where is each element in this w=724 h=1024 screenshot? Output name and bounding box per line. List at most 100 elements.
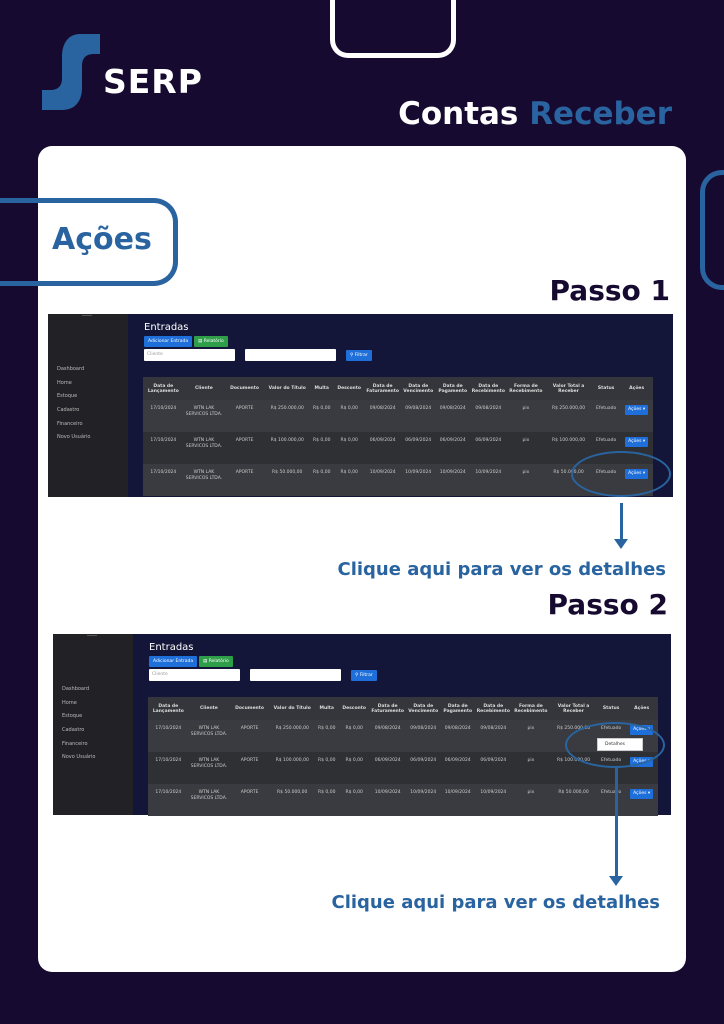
actions-dropdown-button[interactable]: Ações ▾ (625, 437, 649, 447)
column-header: Data de Faturamento (364, 377, 401, 400)
secondary-filter-input[interactable] (245, 349, 336, 361)
table-cell: 06/09/2024 (435, 432, 471, 464)
column-header: Documento (224, 377, 265, 400)
column-header: Data de Lançamento (148, 697, 189, 720)
table-cell: 09/08/2024 (440, 720, 476, 752)
table-cell: R$ 50.000,00 (264, 464, 310, 496)
client-filter-input[interactable]: Cliente (149, 669, 240, 681)
column-header: Data de Faturamento (369, 697, 406, 720)
table-cell: APORTE (224, 464, 265, 496)
column-header: Data de Vencimento (405, 697, 441, 720)
table-cell: 09/08/2024 (475, 720, 512, 752)
decorative-frame-top (330, 0, 456, 58)
table-cell: R$ 0,00 (314, 720, 339, 752)
report-button[interactable]: ▤ Relatório (194, 336, 228, 347)
actions-dropdown-button[interactable]: Ações ▾ (625, 405, 649, 415)
filter-label: Filtrar (354, 353, 368, 358)
sidebar-item[interactable]: Estoque (62, 713, 83, 720)
column-header: Documento (229, 697, 270, 720)
table-cell: 10/09/2024 (369, 784, 406, 816)
secondary-filter-input[interactable] (250, 669, 341, 681)
table-cell: R$ 0,00 (309, 432, 334, 464)
sidebar-item[interactable]: Estoque (57, 393, 78, 400)
table-cell: 09/08/2024 (369, 720, 406, 752)
table-cell: 09/08/2024 (364, 400, 401, 432)
table-cell: 09/08/2024 (405, 720, 441, 752)
table-cell: R$ 0,00 (338, 752, 370, 784)
table-cell: 06/09/2024 (470, 432, 507, 464)
sidebar-item[interactable]: Home (62, 699, 77, 706)
title-part-2: Receber (529, 96, 672, 132)
table-cell: pix (511, 720, 551, 752)
table-cell: pix (511, 784, 551, 816)
table-cell: APORTE (229, 720, 270, 752)
report-label: Relatório (208, 659, 229, 664)
table-cell: R$ 50.000,00 (269, 784, 315, 816)
table-cell: 06/09/2024 (369, 752, 406, 784)
column-header: Data de Recebimento (470, 377, 507, 400)
serp-logo-icon (42, 34, 100, 110)
filter-button[interactable]: ⚲ Filtrar (346, 350, 372, 361)
table-cell: APORTE (229, 752, 270, 784)
filter-label: Filtrar (359, 673, 373, 678)
table-cell: WTN LAK SERVICOS LTDA. (188, 752, 230, 784)
sidebar-item[interactable]: Novo Usuário (62, 754, 96, 761)
column-header: Ações (625, 697, 658, 720)
table-cell: R$ 250.000,00 (269, 720, 315, 752)
column-header: Desconto (333, 377, 365, 400)
column-header: Forma de Recebimento (506, 377, 546, 400)
search-icon: ⚲ (355, 673, 359, 678)
column-header: Data de Pagamento (440, 697, 476, 720)
add-entry-button[interactable]: Adicionar Entrada (144, 336, 193, 347)
table-cell: pix (511, 752, 551, 784)
sidebar-item[interactable]: Cadastro (57, 407, 80, 414)
table-cell: 10/09/2024 (405, 784, 441, 816)
table-cell: 10/09/2024 (440, 784, 476, 816)
table-cell: 09/08/2024 (470, 400, 507, 432)
sidebar-item[interactable]: Dashboard (57, 366, 85, 372)
step-1-label: Passo 1 (549, 274, 670, 307)
page-title: Contas Receber (398, 96, 672, 132)
actions-dropdown-button[interactable]: Ações ▾ (630, 789, 654, 799)
table-cell: R$ 0,00 (333, 432, 365, 464)
add-entry-button[interactable]: Adicionar Entrada (149, 656, 198, 667)
column-header: Cliente (188, 697, 230, 720)
report-button[interactable]: ▤ Relatório (199, 656, 233, 667)
sidebar-item[interactable]: Financeiro (62, 740, 88, 747)
column-header: Data de Pagamento (435, 377, 471, 400)
table-cell: APORTE (229, 784, 270, 816)
column-header: Data de Lançamento (143, 377, 184, 400)
sidebar-item[interactable]: Financeiro (57, 420, 83, 427)
search-icon: ⚲ (350, 353, 354, 358)
table-cell: pix (506, 464, 546, 496)
column-header: Valor Total a Receber (550, 697, 597, 720)
table-cell: 10/09/2024 (364, 464, 401, 496)
column-header: Data de Recebimento (475, 697, 512, 720)
table-cell: Efetuado (596, 784, 626, 816)
sidebar-item[interactable]: Novo Usuário (57, 434, 91, 441)
table-cell: WTN LAK SERVICOS LTDA. (183, 464, 225, 496)
arrow-down-icon (609, 768, 623, 886)
filter-button[interactable]: ⚲ Filtrar (351, 670, 377, 681)
logo-text: SERP (103, 62, 203, 101)
column-header: Valor do Título (264, 377, 310, 400)
sidebar-item[interactable]: Home (57, 379, 72, 386)
table-cell: R$ 100.000,00 (269, 752, 315, 784)
decorative-frame-right (700, 170, 724, 290)
sidebar-item[interactable]: Cadastro (62, 727, 85, 734)
table-cell: WTN LAK SERVICOS LTDA. (188, 720, 230, 752)
sidebar-item[interactable]: Dashboard (62, 686, 90, 692)
table-cell: R$ 0,00 (314, 752, 339, 784)
table-cell: R$ 250.000,00 (545, 400, 592, 432)
client-filter-input[interactable]: Cliente (144, 349, 235, 361)
